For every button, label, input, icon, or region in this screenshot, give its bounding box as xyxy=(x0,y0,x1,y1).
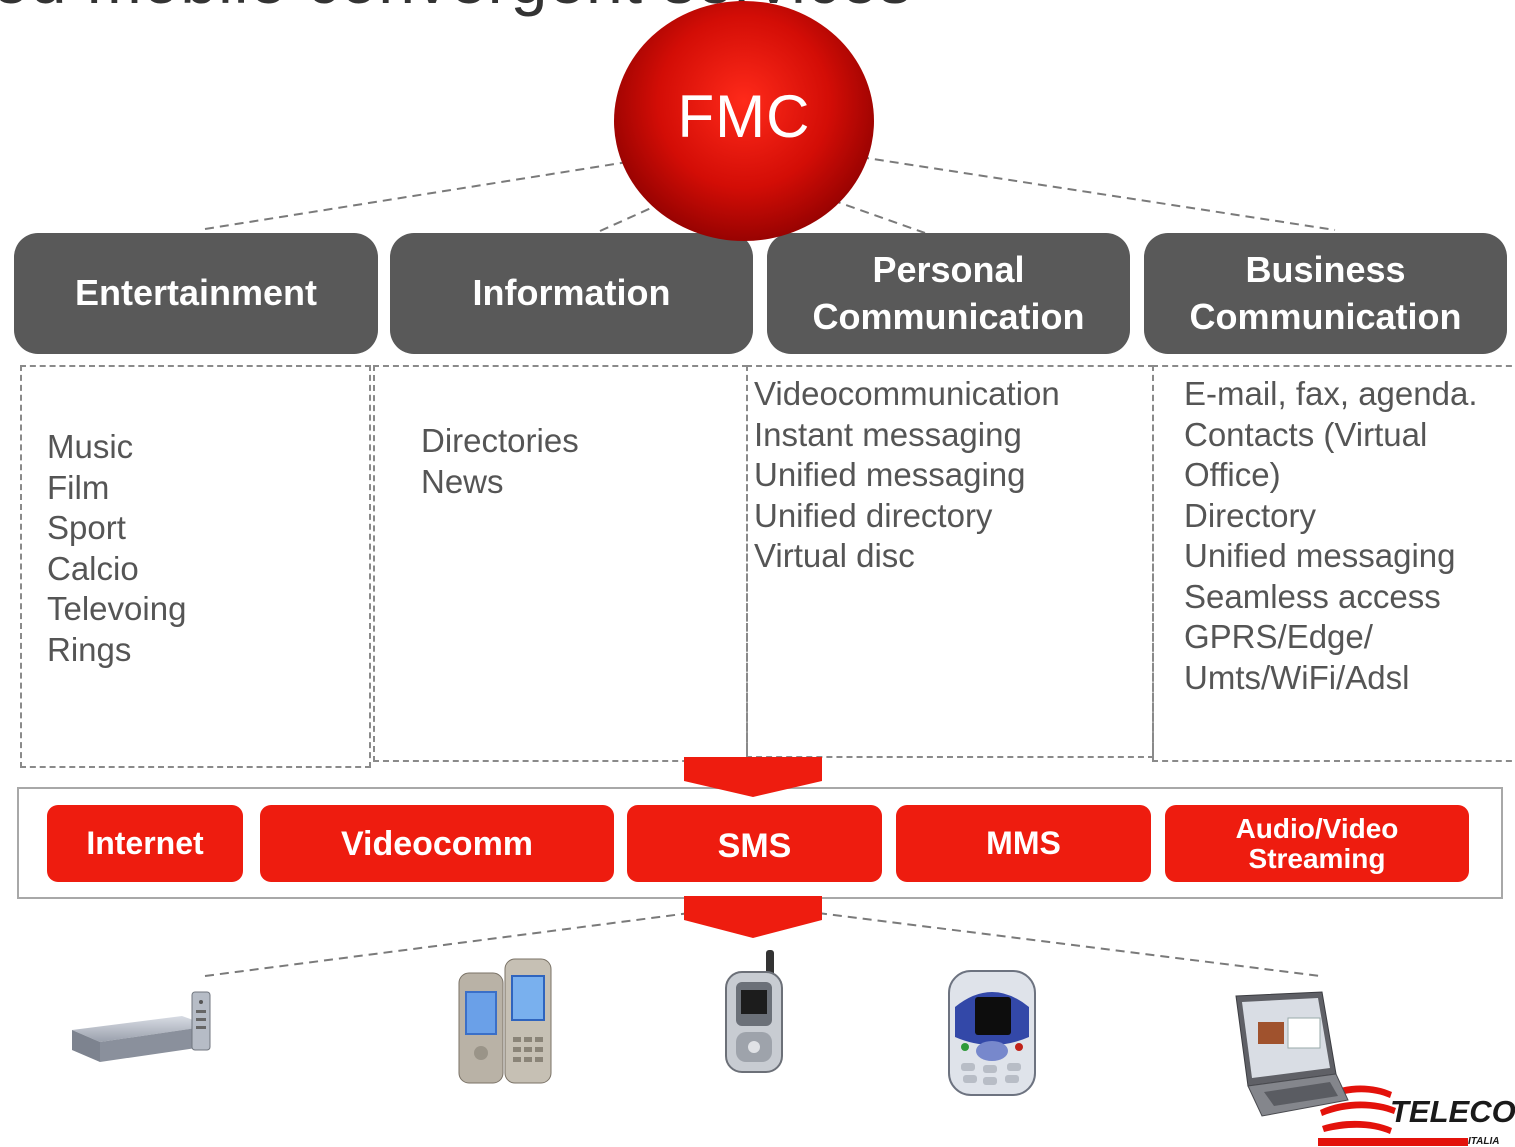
category-header-entertainment: Entertainment xyxy=(14,233,378,354)
arrow-down-icon xyxy=(684,757,822,797)
list-item: Unified messaging xyxy=(1184,537,1456,574)
arrow-down-icon xyxy=(684,896,822,938)
category-box-entertainment xyxy=(20,365,371,768)
list-item: Umts/WiFi/Adsl xyxy=(1184,658,1410,696)
service-internet: Internet xyxy=(47,805,243,882)
list-item: Music xyxy=(47,428,134,465)
list-item: Directories xyxy=(421,422,579,459)
category-title: Information xyxy=(472,272,671,314)
telecom-italia-logo: TELECOM ITALIA xyxy=(1318,1085,1515,1147)
list-item: Office) xyxy=(1184,456,1281,493)
list-item: Seamless access xyxy=(1184,577,1441,615)
flip-phone-icon xyxy=(725,950,783,1073)
logo-subtext: ITALIA xyxy=(1468,1136,1499,1147)
list-item: Calcio xyxy=(47,549,139,587)
category-title: Entertainment xyxy=(74,272,318,314)
service-audio-video-streaming: Audio/Video Streaming xyxy=(1165,805,1469,882)
list-item: Instant messaging xyxy=(754,415,1022,453)
list-item: Rings xyxy=(47,630,132,668)
service-videocomm: Videocomm xyxy=(260,805,614,882)
set-top-box-icon xyxy=(72,991,211,1062)
service-sms: SMS xyxy=(627,805,882,882)
category-title: Personal Communication xyxy=(812,248,1085,337)
list-item: Televoing xyxy=(47,590,187,627)
category-title: Business Communication xyxy=(1189,248,1462,337)
list-item: Virtual disc xyxy=(754,537,915,574)
information-list: Directories News xyxy=(421,421,579,502)
personal-communication-list: Videocommunication Instant messaging Uni… xyxy=(754,374,1060,577)
fmc-label: FMC xyxy=(677,82,811,150)
list-item: News xyxy=(421,462,504,500)
list-item: Videocommunication xyxy=(754,375,1060,412)
list-item: GPRS/Edge/ xyxy=(1184,618,1373,655)
list-item: Film xyxy=(47,468,110,506)
list-item: Sport xyxy=(47,509,126,546)
multimedia-phone-icon xyxy=(948,970,1036,1096)
list-item: E-mail, fax, agenda. xyxy=(1184,375,1478,412)
list-item: Unified directory xyxy=(754,496,993,534)
service-mms: MMS xyxy=(896,805,1151,882)
list-item: Contacts (Virtual xyxy=(1184,415,1428,453)
slide-title: ed mobile convergent services xyxy=(0,0,912,18)
list-item: Unified messaging xyxy=(754,456,1026,493)
list-item: Directory xyxy=(1184,496,1317,534)
slider-phone-icon xyxy=(458,958,552,1084)
business-communication-list: E-mail, fax, agenda. Contacts (Virtual O… xyxy=(1184,374,1478,698)
category-header-personal-communication: Personal Communication xyxy=(767,233,1130,354)
category-box-business-communication xyxy=(1152,365,1515,762)
category-header-business-communication: Business Communication xyxy=(1144,233,1507,354)
entertainment-list: Music Film Sport Calcio Televoing Rings xyxy=(47,427,186,670)
category-header-information: Information xyxy=(390,233,753,354)
laptop-icon xyxy=(1235,991,1349,1117)
fmc-hub: FMC xyxy=(614,1,874,241)
logo-text: TELECOM xyxy=(1390,1094,1515,1129)
